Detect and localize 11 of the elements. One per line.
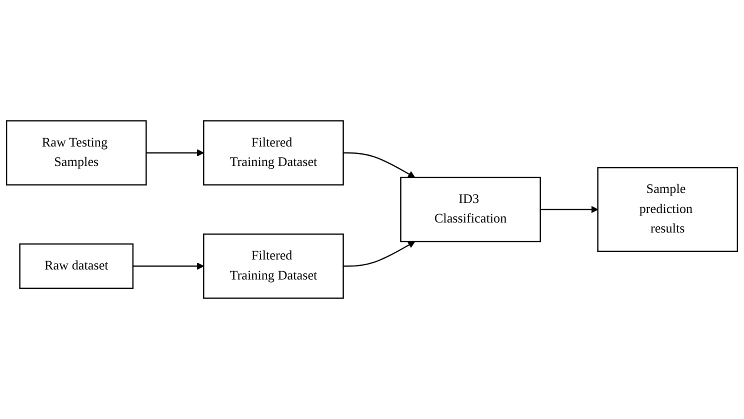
arrow — [146, 149, 204, 156]
arrow — [343, 241, 416, 267]
node-box: Raw dataset — [19, 243, 134, 289]
arrow — [540, 206, 598, 214]
node-box: Filtered Training Dataset — [203, 120, 344, 186]
arrow — [343, 152, 416, 178]
node-box: ID3 Classification — [400, 176, 541, 242]
node-box: Sample prediction results — [597, 167, 738, 252]
arrow — [132, 262, 204, 270]
node-box: Raw Testing Samples — [6, 120, 147, 186]
node-box: Filtered Training Dataset — [203, 234, 344, 299]
